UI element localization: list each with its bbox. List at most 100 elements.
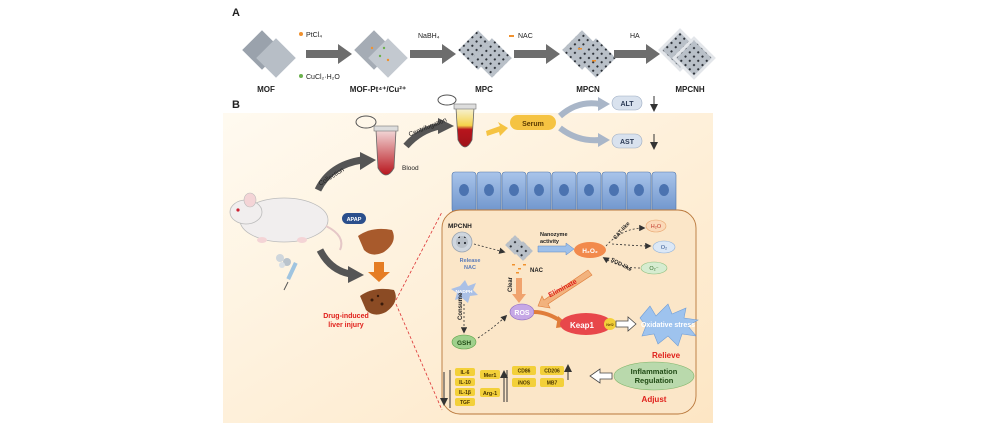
h2o2-node bbox=[574, 242, 606, 258]
mouse-illustration bbox=[229, 192, 343, 251]
gsh-node bbox=[451, 334, 477, 350]
release-nac-2: NAC bbox=[464, 265, 476, 271]
marker-badge bbox=[512, 378, 536, 387]
gsh-label: GSH bbox=[457, 340, 471, 347]
nadph-label: NADPH bbox=[455, 289, 473, 295]
cytokine-label: IL-6 bbox=[461, 370, 470, 376]
inflammation-label-1: Inflammation bbox=[631, 367, 678, 376]
keap1-label: Keap1 bbox=[570, 321, 595, 330]
stage-mpcnh: MPCNH bbox=[675, 85, 705, 94]
arrow-a3 bbox=[514, 44, 560, 64]
h2o2-label: H₂O₂ bbox=[582, 248, 598, 255]
arg1-badge bbox=[480, 388, 500, 397]
reagent-cucl2: CuCl₂·H₂O bbox=[306, 74, 340, 81]
liver-down-arrow bbox=[368, 262, 390, 282]
marker-label: CD206 bbox=[544, 369, 560, 375]
collection-arrow bbox=[314, 156, 363, 192]
marker-label: CD86 bbox=[518, 369, 531, 375]
hepatocyte-nucleus bbox=[609, 184, 619, 196]
mpcnh-cubes bbox=[658, 28, 716, 80]
arrow-a4 bbox=[614, 44, 660, 64]
inflammation-label-2: Regulation bbox=[635, 376, 674, 385]
nac-label: NAC bbox=[530, 268, 544, 274]
stage-mof: MOF bbox=[257, 85, 275, 94]
nrf2-node bbox=[604, 318, 616, 330]
hepatocyte-layer bbox=[451, 171, 677, 213]
consume-label: Consume bbox=[458, 292, 464, 320]
adjust-label: Adjust bbox=[642, 395, 667, 404]
gsh-to-ros bbox=[477, 314, 508, 339]
o2-radical-node bbox=[640, 261, 668, 275]
relieve-label: Relieve bbox=[652, 351, 681, 360]
reagent-ptcl4: PtCl₄ bbox=[306, 32, 322, 39]
h2o-node bbox=[645, 219, 667, 233]
mouse-to-liver-arrow bbox=[316, 248, 351, 278]
inflammation-arrow bbox=[589, 368, 613, 384]
cytokine-badge bbox=[455, 368, 475, 376]
zoom-line-top bbox=[395, 211, 443, 301]
alt-arrow bbox=[558, 100, 601, 119]
cytokine-badge bbox=[455, 388, 475, 396]
nanozyme-label-2: activity bbox=[540, 239, 560, 245]
ast-pill bbox=[611, 133, 643, 149]
clear-label: Clear bbox=[508, 276, 514, 292]
hepatocyte-nucleus bbox=[534, 184, 544, 196]
cytokine-label: IL-1β bbox=[459, 390, 471, 396]
marker-label: MB7 bbox=[547, 381, 558, 387]
keap1-node bbox=[560, 313, 612, 335]
release-nac-1: Release bbox=[460, 258, 481, 264]
healthy-liver bbox=[358, 228, 394, 255]
nac-molecules bbox=[512, 264, 526, 274]
cytokine-badge bbox=[455, 398, 475, 406]
serum-arrow bbox=[486, 122, 508, 136]
cell-body bbox=[441, 209, 697, 415]
marker-badge bbox=[540, 366, 564, 375]
reagent-nac: NAC bbox=[518, 33, 533, 40]
mer1-label: Mer1 bbox=[484, 373, 497, 379]
oxidative-stress-label: Oxidative stress bbox=[641, 322, 695, 329]
hepatocyte-nucleus bbox=[634, 184, 644, 196]
release-arrow bbox=[473, 243, 506, 254]
eliminate-arrow bbox=[537, 269, 593, 309]
oxidative-stress-burst bbox=[639, 303, 699, 347]
blood-tube bbox=[355, 115, 399, 176]
blood-label: Blood bbox=[402, 165, 419, 172]
nrf2-label: Nrf2 bbox=[606, 323, 614, 327]
marker-badge bbox=[540, 378, 564, 387]
ast-label: AST bbox=[620, 139, 635, 146]
marker-badge bbox=[512, 366, 536, 375]
cytokine-label: IL-10 bbox=[459, 380, 471, 386]
arrow-a2 bbox=[410, 44, 456, 64]
centrifugation-arrow bbox=[403, 122, 441, 149]
arrow-a1 bbox=[306, 44, 352, 64]
mpcn-cubes bbox=[562, 30, 616, 78]
serum-label: Serum bbox=[522, 121, 544, 128]
injured-liver bbox=[360, 288, 396, 315]
keap1-to-stress-arrow bbox=[615, 316, 637, 332]
stage-mpcn: MPCN bbox=[576, 85, 600, 94]
hepatocyte-nucleus bbox=[484, 184, 494, 196]
serum-tube bbox=[437, 94, 477, 148]
mer1-badge bbox=[480, 370, 500, 379]
stage-mpc: MPC bbox=[475, 85, 493, 94]
panel-b-label: B bbox=[232, 99, 240, 111]
o2-node bbox=[652, 240, 676, 254]
pills-icon bbox=[276, 254, 291, 268]
syringe-icon bbox=[283, 261, 298, 291]
ros-label: ROS bbox=[514, 310, 530, 317]
panel-a-label: A bbox=[232, 7, 240, 19]
hepatocyte-nucleus bbox=[659, 184, 669, 196]
mpc-cubes bbox=[458, 30, 512, 78]
o2-label: O₂ bbox=[661, 245, 667, 251]
reagent-nabh4: NaBH₄ bbox=[418, 33, 440, 40]
apap-label: APAP bbox=[347, 217, 362, 223]
o2-radical-label: O₂⁻ bbox=[649, 266, 658, 272]
apap-capsule bbox=[342, 213, 366, 224]
zoom-line-bottom bbox=[395, 303, 443, 411]
reagent-ha: HA bbox=[630, 33, 640, 40]
arg1-label: Arg-1 bbox=[483, 391, 497, 397]
ast-arrow bbox=[558, 125, 601, 144]
